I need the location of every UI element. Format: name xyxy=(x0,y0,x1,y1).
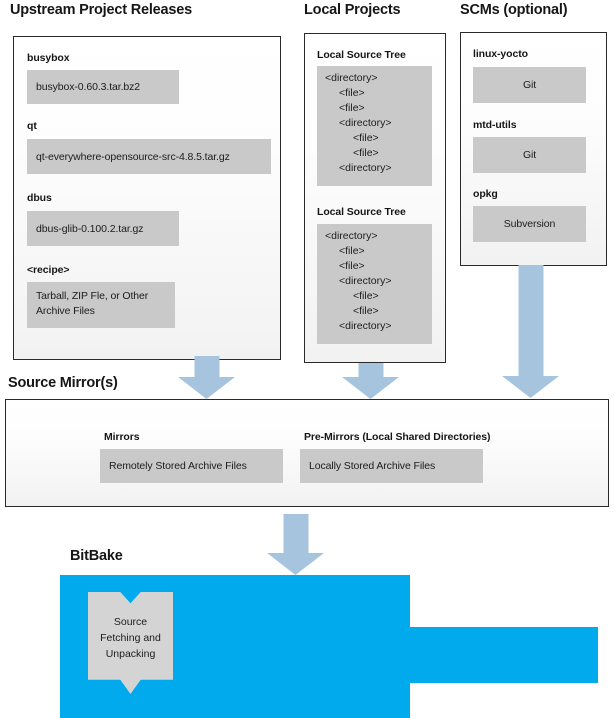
mirrors-value: Remotely Stored Archive Files xyxy=(100,449,283,483)
upstream-item-label-busybox: busybox xyxy=(27,52,70,64)
tree-row: <directory> xyxy=(325,72,378,84)
recipe-value-line-1: Tarball, ZIP Fle, or xyxy=(36,290,120,302)
tree-row: <file> xyxy=(353,290,379,302)
arrow-upstream-to-mirrors xyxy=(178,356,235,399)
local-projects-section-title: Local Projects xyxy=(304,2,401,18)
arrow-scms-to-mirrors xyxy=(502,265,559,398)
scms-section-title: SCMs (optional) xyxy=(460,2,568,18)
tree-row: <directory> xyxy=(325,230,378,242)
upstream-item-label-dbus: dbus xyxy=(27,192,52,204)
tree-row: <file> xyxy=(339,87,365,99)
tree-row: <directory> xyxy=(339,320,392,332)
scms-item-label-mtd-utils: mtd-utils xyxy=(473,119,517,131)
upstream-item-value-busybox: busybox-0.60.3.tar.bz2 xyxy=(27,70,179,104)
arrow-local-projects-to-mirrors xyxy=(342,363,399,399)
scms-item-label-opkg: opkg xyxy=(473,188,498,200)
local-source-tree-1: <directory> <file> <file> <directory> <f… xyxy=(317,66,432,186)
tree-row: <file> xyxy=(353,305,379,317)
tree-row: <file> xyxy=(353,132,379,144)
local-source-tree-2: <directory> <file> <file> <directory> <f… xyxy=(317,224,432,344)
bitbake-section-title: BitBake xyxy=(70,548,123,564)
local-source-tree-label-1: Local Source Tree xyxy=(317,49,406,61)
task-line-3: Unpacking xyxy=(105,647,156,660)
scms-item-value-mtd-utils: Git xyxy=(473,137,586,173)
tree-row: <file> xyxy=(339,102,365,114)
recipe-value-line-2: Other Archive Files xyxy=(36,290,149,318)
upstream-item-value-qt: qt-everywhere-opensource-src-4.8.5.tar.g… xyxy=(27,139,271,174)
upstream-item-label-recipe: <recipe> xyxy=(27,264,70,276)
tree-row: <directory> xyxy=(339,275,392,287)
task-line-2: Fetching and xyxy=(100,631,161,644)
scms-item-value-opkg: Subversion xyxy=(473,206,586,242)
pre-mirrors-value: Locally Stored Archive Files xyxy=(300,449,483,483)
upstream-item-value-dbus: dbus-glib-0.100.2.tar.gz xyxy=(27,211,179,246)
tree-row: <file> xyxy=(339,245,365,257)
upstream-item-value-recipe: Tarball, ZIP Fle, or Other Archive Files xyxy=(27,282,175,328)
upstream-section-title: Upstream Project Releases xyxy=(10,2,192,18)
tree-row: <file> xyxy=(353,147,379,159)
bitbake-arm xyxy=(408,627,598,683)
scms-item-label-linux-yocto: linux-yocto xyxy=(473,48,528,60)
upstream-item-label-qt: qt xyxy=(27,120,37,132)
scms-item-value-linux-yocto: Git xyxy=(473,67,586,103)
source-mirrors-section-title: Source Mirror(s) xyxy=(8,375,118,391)
task-line-1: Source xyxy=(113,616,148,628)
tree-row: <directory> xyxy=(339,162,392,174)
mirrors-label: Mirrors xyxy=(104,431,140,443)
pre-mirrors-label: Pre-Mirrors (Local Shared Directories) xyxy=(304,431,491,443)
arrow-mirrors-to-bitbake xyxy=(267,514,324,575)
tree-row: <file> xyxy=(339,260,365,272)
tree-row: <directory> xyxy=(339,117,392,129)
source-fetching-and-unpacking-task: Source Fetching and Unpacking xyxy=(88,592,173,694)
local-source-tree-label-2: Local Source Tree xyxy=(317,206,406,218)
